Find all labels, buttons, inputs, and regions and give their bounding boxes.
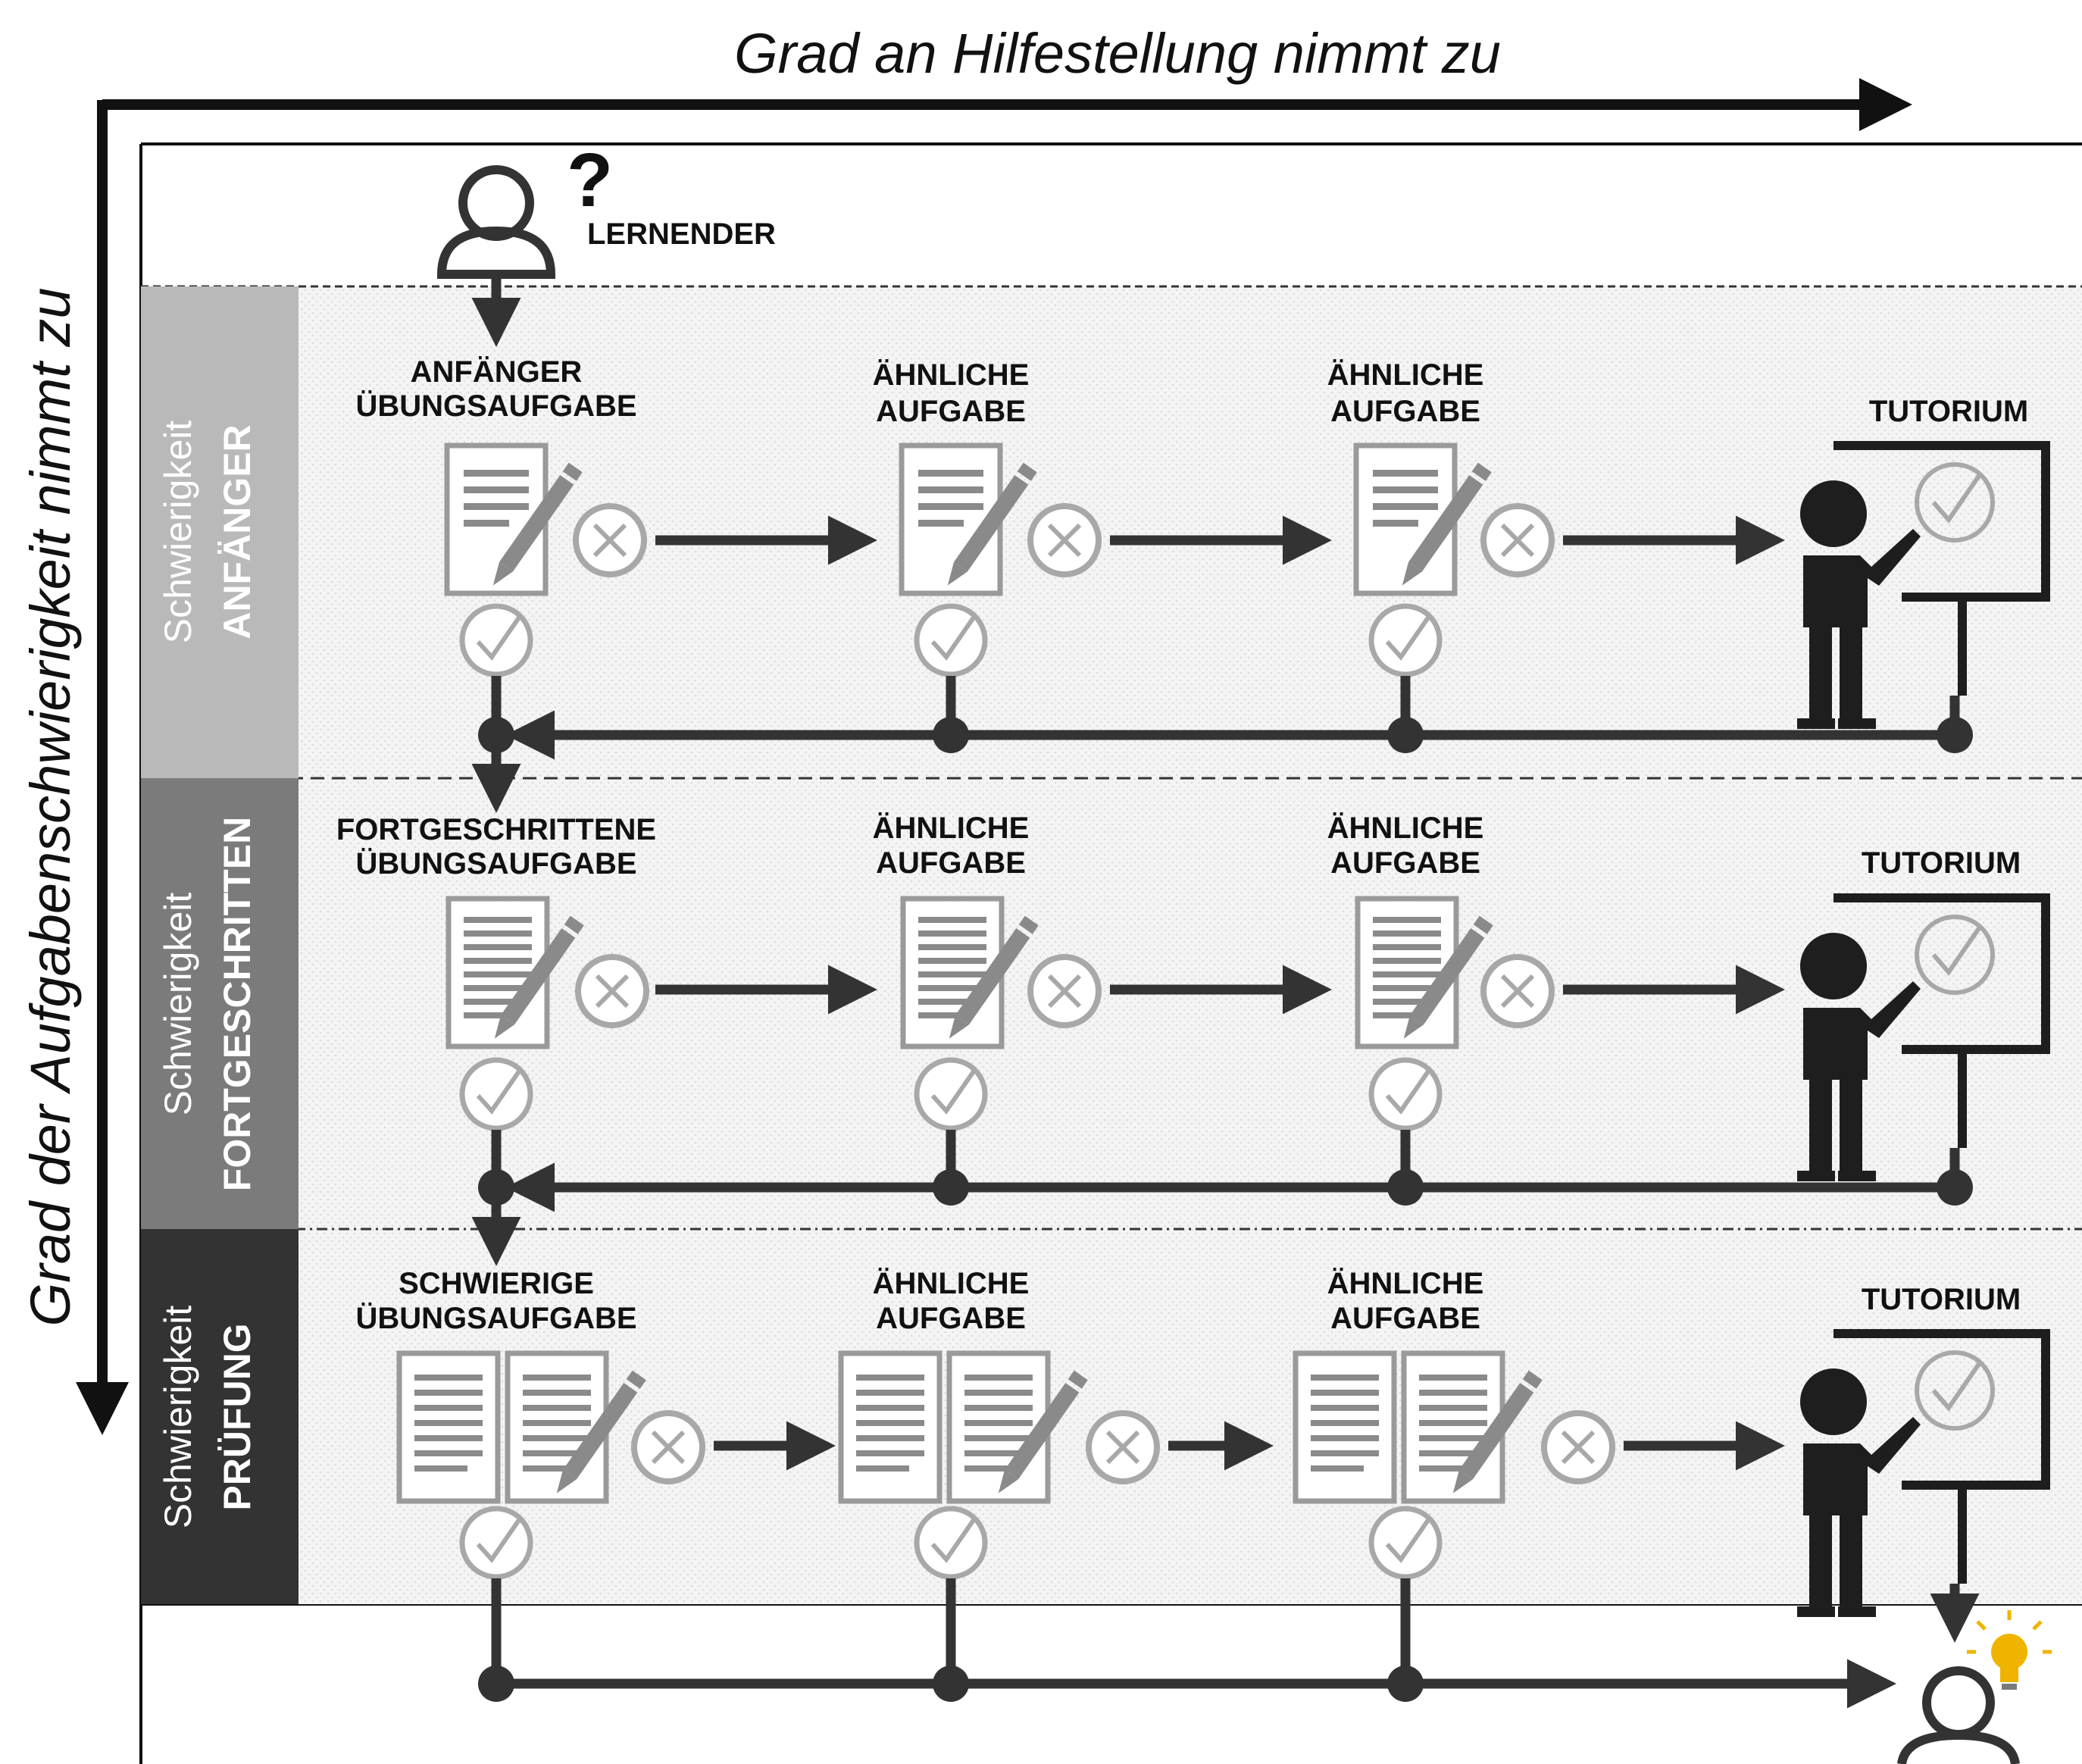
task-label-line1: ÄHNLICHE (1327, 1267, 1484, 1300)
learner: ? LERNENDER (436, 138, 776, 279)
lane-level: ANFÄNGER (216, 424, 258, 639)
tutorium-label: TUTORIUM (1862, 846, 2021, 880)
question-mark: ? (567, 138, 613, 223)
lane-exam: SCHWIERIGE ÜBUNGSAUFGABE ÄHNLICHE AUFGAB… (355, 1267, 2046, 1709)
cross-circle-icon (578, 957, 646, 1025)
task-label-line1: ÄHNLICHE (873, 358, 1030, 392)
check-circle-icon (462, 1509, 530, 1577)
task-label-line1: FORTGESCHRITTENE (336, 813, 656, 846)
junction-dot (933, 717, 969, 753)
lane-header-advanced-bg (141, 778, 299, 1229)
task-label-line1: SCHWIERIGE (399, 1267, 594, 1300)
junction-dot (933, 1665, 969, 1702)
lane-level: PRÜFUNG (216, 1323, 258, 1510)
cross-circle-icon (1030, 506, 1099, 574)
lane-title: Schwierigkeit (157, 1306, 199, 1529)
check-circle-icon (462, 606, 530, 674)
cross-circle-icon (576, 506, 644, 574)
junction-dot (1387, 1665, 1424, 1702)
task-label-line2: AUFGABE (876, 1302, 1026, 1335)
task-label-line2: ÜBUNGSAUFGABE (355, 389, 636, 423)
task-label-line1: ÄHNLICHE (873, 1267, 1030, 1300)
lane-level: FORTGESCHRITTEN (216, 817, 258, 1191)
junction-dot (478, 1169, 514, 1206)
task-label-line1: ANFÄNGER (411, 355, 583, 389)
lane-beginner: ANFÄNGER ÜBUNGSAUFGABE ÄHNLICHE AUFGABE … (355, 355, 2046, 813)
lane-advanced: FORTGESCHRITTENE ÜBUNGSAUFGABE ÄHNLICHE … (336, 812, 2046, 1266)
junction-dot (1937, 1169, 1973, 1206)
task-label-line2: AUFGABE (876, 395, 1026, 428)
tutorium-label: TUTORIUM (1862, 1283, 2021, 1316)
check-circle-icon (1371, 1060, 1440, 1128)
y-axis-label: Grad der Aufgabenschwierigkeit nimmt zu (19, 288, 82, 1327)
junction-dot (478, 1665, 514, 1702)
cross-circle-icon (1483, 957, 1552, 1025)
lane-header-advanced: Schwierigkeit FORTGESCHRITTEN (141, 778, 299, 1229)
check-circle-icon (1371, 606, 1440, 674)
task-label-line2: AUFGABE (1330, 1302, 1480, 1335)
task-label-line1: ÄHNLICHE (873, 812, 1030, 845)
lane-title: Schwierigkeit (157, 893, 199, 1116)
junction-dot (1387, 717, 1424, 753)
learner-label: LERNENDER (587, 217, 776, 251)
check-circle-icon (917, 1060, 985, 1128)
person-icon (436, 165, 556, 279)
check-circle-icon (917, 1509, 985, 1577)
lane-header-beginner: Schwierigkeit ANFÄNGER (141, 286, 299, 778)
check-circle-icon (1371, 1509, 1440, 1577)
task-label-line2: AUFGABE (1330, 395, 1480, 428)
check-circle-icon (462, 1060, 530, 1128)
task-label-line2: ÜBUNGSAUFGABE (355, 846, 636, 880)
cross-circle-icon (1030, 957, 1099, 1025)
lightbulb-icon (1967, 1610, 2052, 1690)
lane-header-exam-bg (141, 1229, 299, 1604)
task-label-line1: ÄHNLICHE (1327, 358, 1484, 392)
lane-header-beginner-bg (141, 286, 299, 778)
check-circle-icon (917, 606, 985, 674)
lane-header-exam: Schwierigkeit PRÜFUNG (141, 1229, 299, 1604)
task-label-line1: ÄHNLICHE (1327, 812, 1484, 845)
cross-circle-icon (634, 1413, 702, 1481)
x-axis-label: Grad an Hilfestellung nimmt zu (734, 22, 1501, 85)
task-label-line2: AUFGABE (1330, 846, 1480, 880)
lane-title: Schwierigkeit (157, 421, 199, 644)
junction-dot (1937, 717, 1973, 753)
successful-learner (1897, 1610, 2052, 1764)
tutorium-label: TUTORIUM (1869, 395, 2028, 428)
junction-dot (1387, 1169, 1424, 1206)
task-label-line2: AUFGABE (876, 846, 1026, 880)
task-label-line2: ÜBUNGSAUFGABE (355, 1301, 636, 1335)
junction-dot (933, 1169, 969, 1206)
cross-circle-icon (1483, 506, 1552, 574)
junction-dot (478, 717, 514, 753)
cross-circle-icon (1089, 1413, 1157, 1481)
cross-circle-icon (1544, 1413, 1612, 1481)
person-icon (1897, 1666, 2020, 1764)
